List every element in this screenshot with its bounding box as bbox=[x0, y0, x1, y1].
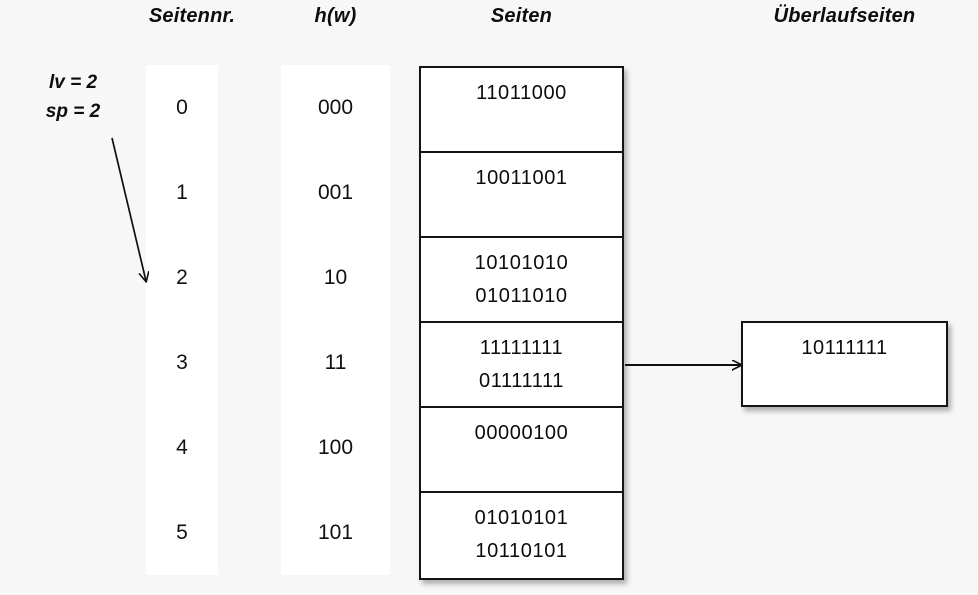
record-entry: 10111111 bbox=[801, 337, 888, 359]
column-header-ueberlaufseiten: Überlaufseiten bbox=[773, 5, 916, 27]
record-entry: 10011001 bbox=[475, 167, 568, 189]
column-header-seitennr: Seitennr. bbox=[148, 5, 236, 27]
overflow-page-box: 10111111 bbox=[741, 321, 948, 407]
record-entry: 01010101 bbox=[474, 507, 569, 529]
seitennr-cell: 1 bbox=[176, 180, 188, 204]
param-lv: lv = 2 bbox=[48, 72, 98, 93]
record-entry: 01111111 bbox=[479, 370, 564, 392]
record-entry: 10101010 bbox=[474, 252, 569, 274]
param-sp: sp = 2 bbox=[45, 101, 101, 122]
hw-cell: 11 bbox=[324, 350, 347, 374]
page-bucket: 11011000 bbox=[421, 68, 622, 153]
hw-cell: 001 bbox=[317, 180, 354, 204]
column-hw: 000 001 10 11 100 101 bbox=[281, 65, 390, 575]
column-header-hw: h(w) bbox=[314, 5, 357, 27]
seitennr-cell: 3 bbox=[176, 350, 188, 374]
page-bucket: 11111111 01111111 bbox=[421, 323, 622, 408]
seitennr-cell: 5 bbox=[176, 520, 188, 544]
column-seitennr: 0 1 2 3 4 5 bbox=[146, 65, 218, 575]
page-bucket: 01010101 10110101 bbox=[421, 493, 622, 578]
record-entry: 11011000 bbox=[476, 82, 567, 104]
record-entry: 01011010 bbox=[475, 285, 568, 307]
column-header-seiten: Seiten bbox=[490, 5, 553, 27]
arrow-params-to-page2 bbox=[111, 137, 146, 281]
record-entry: 00000100 bbox=[474, 422, 569, 444]
hw-cell: 000 bbox=[317, 95, 354, 119]
seitennr-cell: 2 bbox=[176, 265, 188, 289]
parameter-annotation: lv = 2 sp = 2 bbox=[18, 68, 128, 126]
page-bucket: 10101010 01011010 bbox=[421, 238, 622, 323]
seiten-table: 11011000 10011001 10101010 01011010 1111… bbox=[419, 66, 624, 580]
hw-cell: 10 bbox=[323, 265, 348, 289]
seitennr-cell: 4 bbox=[176, 435, 188, 459]
seitennr-cell: 0 bbox=[176, 95, 188, 119]
hw-cell: 101 bbox=[317, 520, 354, 544]
page-bucket: 00000100 bbox=[421, 408, 622, 493]
hw-cell: 100 bbox=[317, 435, 354, 459]
record-entry: 10110101 bbox=[475, 540, 568, 562]
record-entry: 11111111 bbox=[479, 337, 564, 359]
page-bucket: 10011001 bbox=[421, 153, 622, 238]
